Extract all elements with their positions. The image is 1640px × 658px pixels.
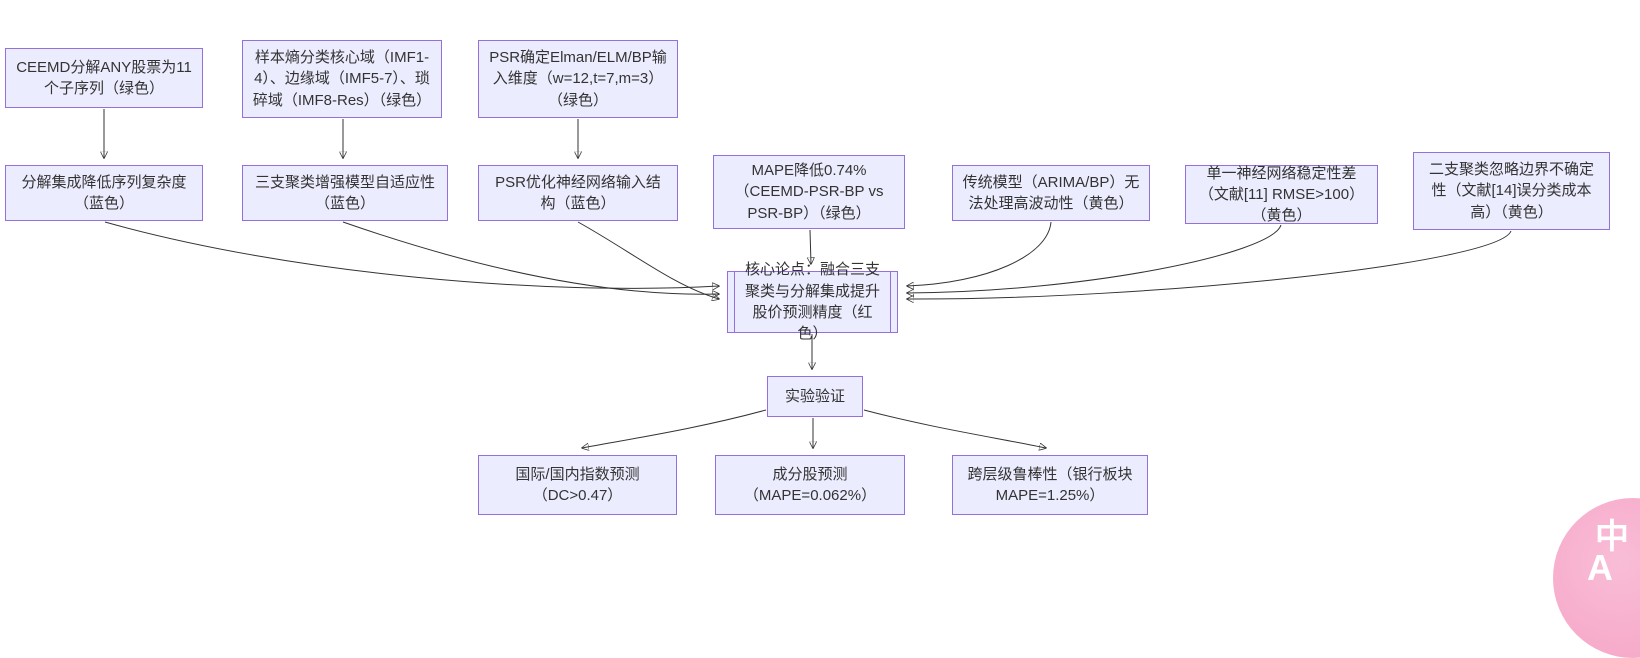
node-label: 二支聚类忽略边界不确定性（文献[14]误分类成本高）（黄色） xyxy=(1428,161,1594,221)
node-cross-level-robustness: 跨层级鲁棒性（银行板块MAPE=1.25%） xyxy=(952,455,1148,515)
node-label: PSR优化神经网络输入结构（蓝色） xyxy=(495,173,661,212)
node-label: 成分股预测（MAPE=0.062%） xyxy=(743,465,877,504)
node-label: 实验验证 xyxy=(784,387,845,405)
node-traditional-models: 传统模型（ARIMA/BP）无法处理高波动性（黄色） xyxy=(952,165,1150,221)
edge-traditional-core xyxy=(907,221,1052,286)
edge-experiment-robust xyxy=(863,409,1046,448)
node-two-way-clustering: 二支聚类忽略边界不确定性（文献[14]误分类成本高）（黄色） xyxy=(1413,152,1610,230)
node-label: MAPE降低0.74%（CEEMD-PSR-BP vs PSR-BP）（绿色） xyxy=(734,162,884,222)
node-label: 样本熵分类核心域（IMF1-4）、边缘域（IMF5-7）、琐碎域（IMF8-Re… xyxy=(252,49,432,109)
edge-experiment-index xyxy=(582,409,767,448)
node-label: 核心论点：融合三支聚类与分解集成提升股价预测精度（红色） xyxy=(744,261,880,343)
edge-psropt-core xyxy=(577,221,719,299)
node-core-thesis: 核心论点：融合三支聚类与分解集成提升股价预测精度（红色） xyxy=(727,261,898,342)
node-psr-optimization: PSR优化神经网络输入结构（蓝色） xyxy=(478,165,678,221)
edge-decomp-core xyxy=(104,221,719,288)
edge-singlenn-core xyxy=(907,224,1282,293)
translate-latin-glyph: A xyxy=(1587,547,1613,588)
node-label: 传统模型（ARIMA/BP）无法处理高波动性（黄色） xyxy=(962,173,1140,212)
translate-chinese-glyph: 中 xyxy=(1595,518,1629,556)
node-stock-prediction: 成分股预测（MAPE=0.062%） xyxy=(715,455,905,515)
node-single-nn-instability: 单一神经网络稳定性差（文献[11] RMSE>100）（黄色） xyxy=(1185,165,1378,224)
node-psr-input-dimension: PSR确定Elman/ELM/BP输入维度（w=12,t=7,m=3）（绿色） xyxy=(478,40,678,118)
node-label: 单一神经网络稳定性差（文献[11] RMSE>100）（黄色） xyxy=(1198,164,1365,225)
flowchart-canvas: CEEMD分解ANY股票为11个子序列（绿色） 样本熵分类核心域（IMF1-4）… xyxy=(5,40,1640,658)
node-mape-reduction: MAPE降低0.74%（CEEMD-PSR-BP vs PSR-BP）（绿色） xyxy=(713,155,905,229)
node-decomposition-benefit: 分解集成降低序列复杂度（蓝色） xyxy=(5,165,203,221)
edge-twoway-core xyxy=(907,230,1512,299)
node-label: 国际/国内指数预测（DC>0.47） xyxy=(515,465,640,504)
node-experiment-validation: 实验验证 xyxy=(767,376,863,417)
node-label: 分解集成降低序列复杂度（蓝色） xyxy=(21,173,187,212)
node-label: 跨层级鲁棒性（银行板块MAPE=1.25%） xyxy=(967,465,1133,504)
translate-fab-button[interactable]: 中 A xyxy=(1553,498,1640,658)
node-label: CEEMD分解ANY股票为11个子序列（绿色） xyxy=(16,58,192,97)
node-sample-entropy: 样本熵分类核心域（IMF1-4）、边缘域（IMF5-7）、琐碎域（IMF8-Re… xyxy=(242,40,442,118)
node-label: PSR确定Elman/ELM/BP输入维度（w=12,t=7,m=3）（绿色） xyxy=(489,49,667,109)
node-ceemd-decomposition: CEEMD分解ANY股票为11个子序列（绿色） xyxy=(5,48,203,108)
edge-threeway-core xyxy=(342,221,719,294)
node-three-way-clustering: 三支聚类增强模型自适应性（蓝色） xyxy=(242,165,448,221)
node-index-prediction: 国际/国内指数预测（DC>0.47） xyxy=(478,455,677,515)
node-label: 三支聚类增强模型自适应性（蓝色） xyxy=(254,173,435,212)
